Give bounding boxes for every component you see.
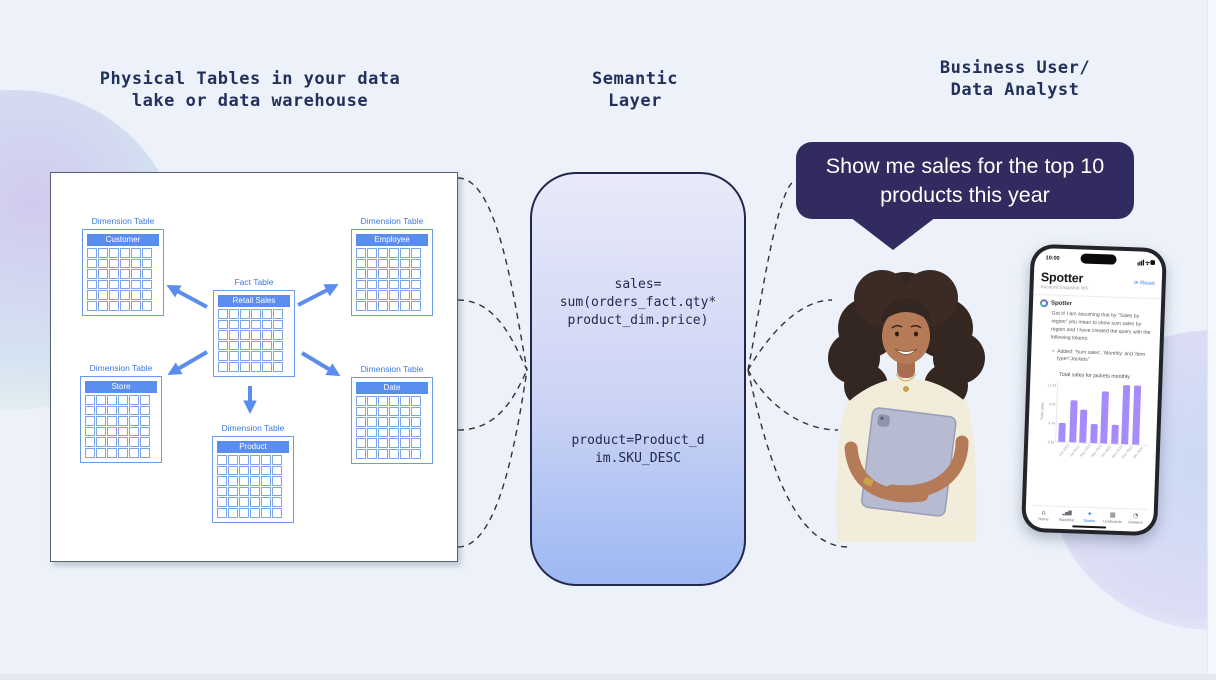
phone-chart-bars xyxy=(1056,381,1149,445)
table-name: Employee xyxy=(356,234,428,246)
connector-right-1 xyxy=(747,179,798,371)
heading-physical-tables: Physical Tables in your data lake or dat… xyxy=(99,69,401,111)
connector-left-1 xyxy=(457,177,528,371)
edge-strip-bottom xyxy=(0,674,1216,680)
heading-semantic-layer: Semantic Layer xyxy=(592,69,678,111)
speech-bubble-tail xyxy=(850,217,936,250)
bullet-text: Added: 'Sum sales', 'Monthly' and 'Item … xyxy=(1056,348,1146,364)
connector-left-4 xyxy=(457,369,528,548)
phone-chart-title: Total sales for jackets monthly xyxy=(1059,371,1130,381)
table-name: Customer xyxy=(87,234,159,246)
answers-icon: ◔ xyxy=(1132,511,1139,520)
table-type-label: Fact Table xyxy=(234,277,274,287)
nav-label: Home xyxy=(1038,517,1049,522)
table-name: Store xyxy=(85,381,157,393)
app-title: Spotter xyxy=(1040,270,1084,286)
nav-item-liveboards[interactable]: ▦ Liveboards xyxy=(1102,511,1122,524)
nav-label: Answers xyxy=(1128,520,1143,525)
table-date: Dimension Table Date xyxy=(351,364,433,464)
reset-label: Reset xyxy=(1140,280,1155,288)
nav-label: Liveboards xyxy=(1103,519,1122,525)
semantic-layer-box: sales= sum(orders_fact.qty* product_dim.… xyxy=(530,172,746,586)
table-type-label: Dimension Table xyxy=(360,216,424,226)
table-grid xyxy=(218,309,290,372)
spotter-icon: ✦ xyxy=(1086,509,1093,519)
watchlist-icon: ▂▅▇ xyxy=(1062,510,1072,517)
necklace xyxy=(895,373,917,382)
bot-row: Spotter xyxy=(1039,299,1154,311)
table-grid xyxy=(356,396,428,459)
connector-left-2 xyxy=(457,299,528,371)
status-bar: 10:00 xyxy=(1041,253,1156,267)
table-type-label: Dimension Table xyxy=(221,423,285,433)
formula-product: product=Product_d im.SKU_DESC xyxy=(571,433,705,466)
heading-business-user: Business User/ Data Analyst xyxy=(939,58,1091,100)
phone-chart-plot xyxy=(1055,380,1150,446)
phone-chart-ylabel: Total sales xyxy=(1039,401,1045,421)
table-grid xyxy=(87,248,159,311)
hand xyxy=(896,488,916,502)
table-store: Dimension Table Store xyxy=(80,363,162,463)
table-customer: Dimension Table Customer xyxy=(82,216,164,316)
face xyxy=(880,298,932,364)
table-grid xyxy=(217,455,289,518)
bullet-marker: • xyxy=(1052,348,1055,355)
bot-message: Got it! I am assuming that by "Sales by … xyxy=(1050,310,1151,342)
table-name: Retail Sales xyxy=(218,295,290,307)
speech-bubble: Show me sales for the top 10 products th… xyxy=(796,142,1134,219)
phone-screen: 10:00 Spotter ⟳ Reset Account Snapshot W… xyxy=(1025,247,1163,533)
table-type-label: Dimension Table xyxy=(89,363,153,373)
reset-icon: ⟳ xyxy=(1133,280,1139,287)
table-type-label: Dimension Table xyxy=(360,364,424,374)
token-bullet: • Added: 'Sum sales', 'Monthly' and 'Ite… xyxy=(1052,348,1152,367)
bot-name: Spotter xyxy=(1050,300,1073,308)
connector-left-3 xyxy=(457,369,528,431)
table-grid xyxy=(356,248,428,311)
nav-label: Spotter xyxy=(1083,518,1096,524)
table-grid xyxy=(85,395,157,458)
edge-strip-right xyxy=(1207,0,1216,680)
watch xyxy=(863,477,874,487)
phone-mockup: 10:00 Spotter ⟳ Reset Account Snapshot W… xyxy=(1021,243,1167,537)
nav-item-watchlist[interactable]: ▂▅▇ Watchlist xyxy=(1056,510,1076,523)
table-name: Date xyxy=(356,382,428,394)
status-icons xyxy=(1137,259,1156,266)
nav-item-answers[interactable]: ◔ Answers xyxy=(1125,511,1145,525)
table-name: Product xyxy=(217,441,289,453)
home-icon: ⌂ xyxy=(1041,508,1046,517)
table-product: Dimension Table Product xyxy=(212,423,294,523)
nav-label: Watchlist xyxy=(1058,517,1075,523)
table-retail-sales: Fact Table Retail Sales xyxy=(213,277,295,377)
nav-item-spotter[interactable]: ✦ Spotter xyxy=(1079,509,1099,524)
table-type-label: Dimension Table xyxy=(91,216,155,226)
phone-navbar: ⌂ Home ▂▅▇ Watchlist ✦ Spotter ▦ Liveboa… xyxy=(1031,504,1148,525)
speech-bubble-text: Show me sales for the top 10 products th… xyxy=(825,154,1105,207)
status-time: 10:00 xyxy=(1045,255,1060,262)
table-employee: Dimension Table Employee xyxy=(351,216,433,316)
business-user-photo xyxy=(828,270,985,542)
dynamic-island xyxy=(1080,253,1117,265)
divider xyxy=(1033,293,1162,300)
nav-item-home[interactable]: ⌂ Home xyxy=(1033,508,1053,522)
spotter-avatar-icon xyxy=(1039,299,1049,308)
home-indicator xyxy=(1072,524,1107,529)
reset-button[interactable]: ⟳ Reset xyxy=(1134,280,1155,287)
formula-sales: sales= sum(orders_fact.qty* product_dim.… xyxy=(559,277,717,328)
liveboards-icon: ▦ xyxy=(1109,510,1116,519)
